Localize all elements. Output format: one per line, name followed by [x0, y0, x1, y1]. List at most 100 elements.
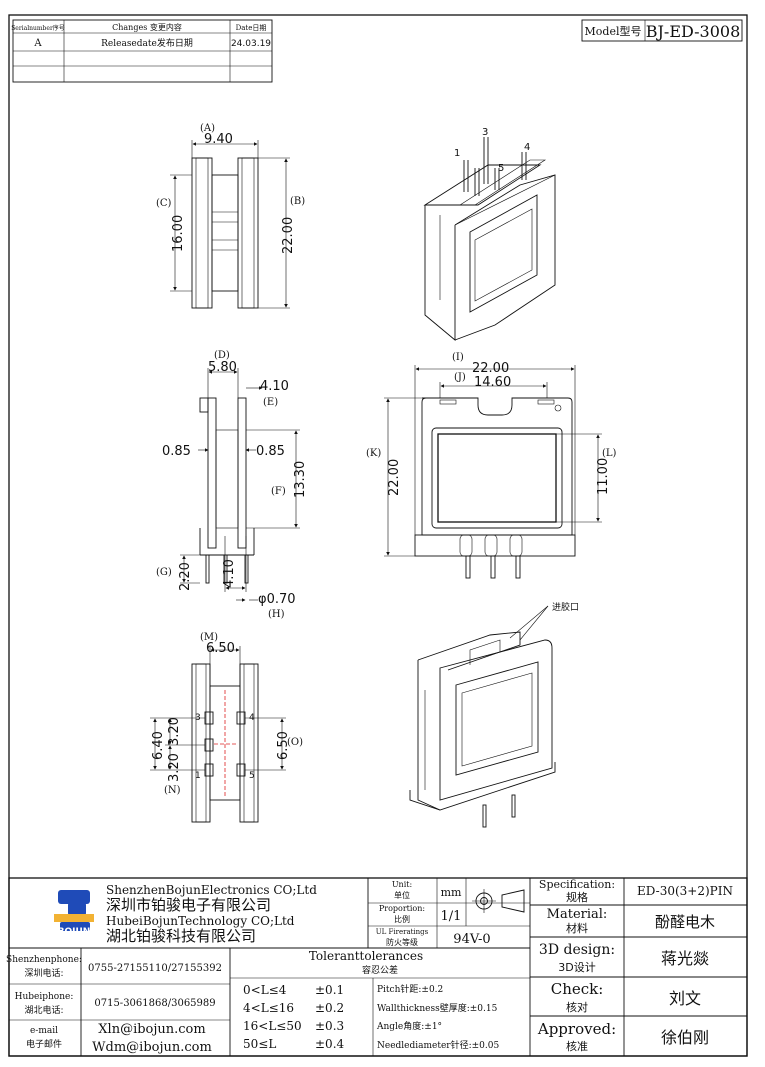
proportion-label-en: Proportion: [379, 904, 425, 913]
projection-symbol-icon [472, 889, 525, 913]
hb-phone-label-cn: 湖北电话: [24, 1004, 63, 1016]
proportion-label-cn: 比例 [394, 914, 410, 924]
dim-I: 22.00 [472, 361, 509, 376]
dim-C: 16.00 [171, 215, 186, 252]
dim-D: 5.80 [208, 360, 237, 375]
top-view: (A) 9.40 (B) 22.00 (C) 16.00 [156, 123, 305, 309]
rev-header-changes: Changes 变更内容 [112, 22, 182, 32]
rev-serial: A [33, 38, 42, 49]
iso-view-top: 1 3 4 5 [423, 127, 556, 341]
dim-E: 4.10 [260, 379, 289, 394]
dim-A: 9.40 [204, 132, 233, 147]
label-I: (I) [452, 352, 464, 363]
proportion-value: 1/1 [441, 909, 462, 924]
dim-N3: 3.20 [167, 753, 182, 782]
tol-range-4: 50≤L [243, 1037, 276, 1051]
title-block [8, 877, 748, 1057]
tol-note-pitch: Pitch针距:±0.2 [377, 983, 443, 995]
rev-header-serial: Serialnumber序号 [11, 24, 65, 32]
dim-F: 13.30 [293, 461, 308, 498]
revision-table: Serialnumber序号 Changes 变更内容 Date日期 A Rel… [11, 19, 273, 83]
label-B: (B) [290, 196, 305, 207]
spec-value: ED-30(3+2)PIN [637, 884, 733, 898]
tol-range-1: 0<L≤4 [243, 983, 287, 997]
pin-label-5: 5 [498, 163, 504, 174]
label-O: (O) [287, 737, 303, 748]
pin-label-1: 1 [454, 148, 460, 159]
hb-phone-label-en: Hubeiphone: [15, 992, 74, 1002]
tol-range-3: 16<L≤50 [243, 1019, 302, 1033]
label-G: (G) [156, 567, 172, 578]
dim-G: 2.20 [178, 562, 193, 591]
material-value: 酚醛电木 [655, 913, 715, 931]
bottom-pin-5: 5 [249, 771, 255, 781]
bojun-logo: BOJUN [54, 890, 94, 937]
tol-note-wall: Wallthickness壁厚度:±0.15 [377, 1002, 498, 1014]
tol-range-2: 4<L≤16 [243, 1001, 294, 1015]
ul-value: 94V-0 [453, 932, 490, 947]
check-label-cn: 核对 [566, 1000, 588, 1014]
iso-view-bottom: 进胶口 [409, 601, 579, 828]
tolerance-title-cn: 容忍公差 [362, 964, 398, 976]
approved-label-en: Approved: [537, 1020, 616, 1038]
approved-value: 徐伯刚 [661, 1028, 709, 1047]
bottom-pin-1: 1 [195, 771, 201, 781]
email-label-cn: 电子邮件 [26, 1038, 62, 1050]
side-view: (D) 5.80 4.10 (E) 0.85 0.85 (F) 13.30 (G… [156, 350, 308, 620]
dim-J: 14.60 [474, 375, 511, 390]
ul-label-cn: 防火等级 [386, 937, 418, 947]
tol-value-1: ±0.1 [315, 983, 344, 997]
unit-value: mm [441, 886, 462, 899]
rev-change: Releasedate发布日期 [101, 37, 193, 49]
dim-N2: 3.20 [167, 717, 182, 746]
unit-label-en: Unit: [392, 880, 412, 889]
design-label-en: 3D design: [539, 942, 615, 958]
front-view: (I) 22.00 (J) 14.60 (K) 22.00 (L) 11.00 [366, 352, 617, 579]
unit-label-cn: 单位 [394, 890, 410, 900]
label-J: (J) [454, 372, 466, 383]
model-box: Model型号 BJ-ED-3008 [581, 19, 743, 42]
label-H: (H) [268, 609, 285, 620]
rev-date: 24.03.19 [231, 39, 271, 49]
label-N: (N) [164, 785, 181, 796]
approved-label-cn: 核准 [566, 1039, 588, 1053]
pin-label-4: 4 [524, 142, 530, 153]
material-label-en: Material: [547, 907, 608, 922]
dim-B: 22.00 [281, 217, 296, 254]
sz-phone: 0755-27155110/27155392 [88, 963, 222, 974]
check-value: 刘文 [669, 989, 701, 1008]
spec-label-en: Specification: [539, 878, 615, 891]
ul-label-en: UL Fireratings [376, 928, 429, 936]
company-cn-2: 湖北铂骏科技有限公司 [106, 927, 256, 945]
dim-O: 6.50 [276, 731, 291, 760]
company-cn-1: 深圳市铂骏电子有限公司 [106, 896, 271, 914]
email-label-en: e-mail [30, 1026, 58, 1036]
label-C: (C) [156, 198, 172, 209]
label-A: (A) [200, 123, 215, 134]
model-label: Model型号 [585, 24, 642, 38]
company-en-2: HubeiBojunTechnology CO;Ltd [106, 914, 295, 928]
tol-value-4: ±0.4 [315, 1037, 345, 1051]
company-en-1: ShenzhenBojunElectronics CO;Ltd [106, 883, 317, 897]
logo-text: BOJUN [58, 927, 91, 937]
email-2[interactable]: Wdm@ibojun.com [92, 1040, 212, 1055]
design-label-cn: 3D设计 [558, 961, 595, 974]
rev-header-date: Date日期 [236, 24, 267, 32]
bottom-view: 3 4 1 5 (M) 6.50 6.40 3.20 3.20 (N) 6.50… [150, 632, 303, 823]
dim-H: φ0.70 [258, 592, 296, 607]
sz-phone-label-en: Shenzhenphone: [6, 955, 82, 965]
tol-note-needle: Needlediameter针径:±0.05 [377, 1039, 499, 1051]
dim-wall-1: 0.85 [162, 444, 191, 459]
hb-phone: 0715-3061868/3065989 [94, 998, 215, 1009]
dim-N1: 6.40 [151, 731, 166, 760]
tol-note-angle: Angle角度:±1° [376, 1020, 442, 1032]
email-1[interactable]: Xln@ibojun.com [98, 1022, 205, 1037]
label-E: (E) [263, 397, 278, 408]
label-F: (F) [271, 486, 286, 497]
label-D: (D) [214, 350, 230, 361]
tol-value-3: ±0.3 [315, 1019, 344, 1033]
material-label-cn: 材料 [566, 921, 588, 935]
label-K: (K) [366, 448, 381, 459]
tol-value-2: ±0.2 [315, 1001, 344, 1015]
